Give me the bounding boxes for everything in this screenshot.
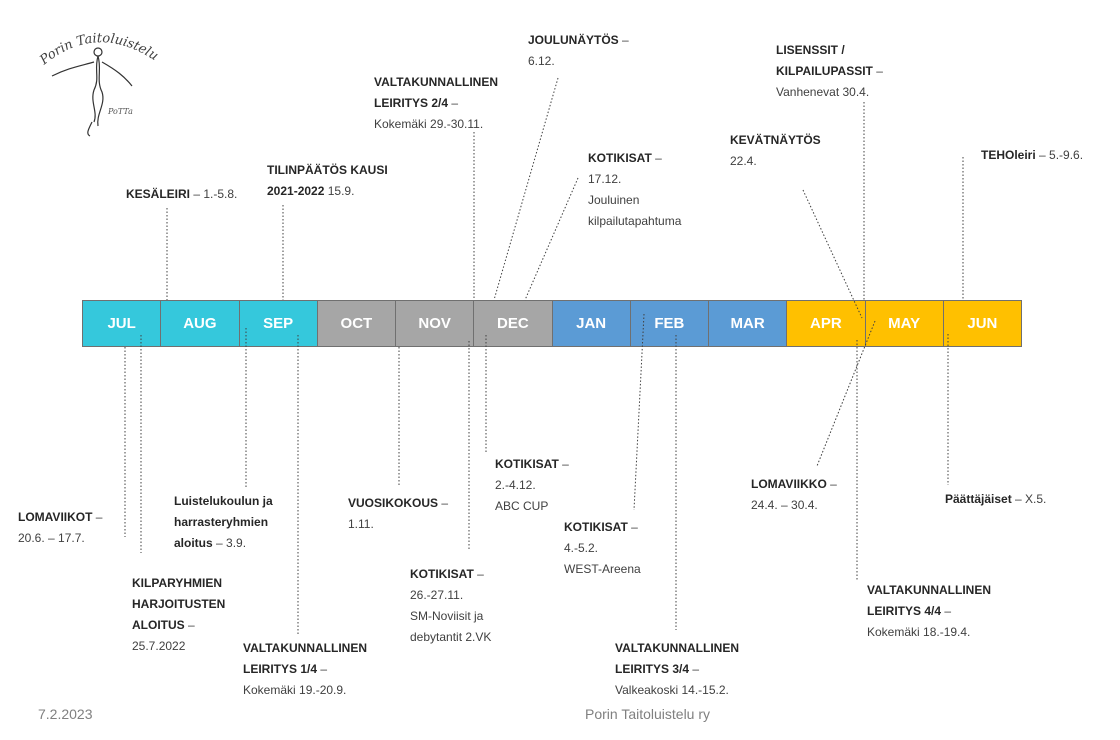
- event-lisenssit: LISENSSIT /KILPAILUPASSIT –Vanhenevat 30…: [776, 43, 883, 99]
- event-teholeiri: TEHOleiri – 5.-9.6.: [981, 148, 1084, 162]
- event-vuosikokous: VUOSIKOKOUS –1.11.: [348, 496, 449, 531]
- event-paattajaiset: Päättäjäiset – X.5.: [945, 492, 1047, 506]
- skater-figure-icon: [51, 47, 133, 137]
- footer-org: Porin Taitoluistelu ry: [585, 706, 711, 722]
- month-jun: JUN: [942, 300, 1022, 347]
- leader-lomaviikko: [816, 320, 876, 467]
- month-jan: JAN: [551, 300, 631, 347]
- leader-kevatnaytos: [802, 189, 863, 319]
- footer-date: 7.2.2023: [38, 706, 93, 722]
- logo-sub: PoTTa: [107, 107, 133, 116]
- month-dec: DEC: [473, 300, 553, 347]
- month-nov: NOV: [395, 300, 475, 347]
- event-kotikisat-february: KOTIKISAT –4.-5.2.WEST-Areena: [564, 520, 641, 576]
- month-mar: MAR: [708, 300, 788, 347]
- event-lomaviikko: LOMAVIIKKO –24.4. – 30.4.: [751, 477, 837, 512]
- month-apr: APR: [786, 300, 866, 347]
- month-sep: SEP: [238, 300, 318, 347]
- month-aug: AUG: [160, 300, 240, 347]
- month-may: MAY: [864, 300, 944, 347]
- event-kotikisat-abc-cup: KOTIKISAT –2.-4.12.ABC CUP: [495, 457, 569, 513]
- month-oct: OCT: [316, 300, 396, 347]
- event-kesaleiri: KESÄLEIRI – 1.-5.8.: [126, 187, 238, 201]
- porin-taitoluistelu-logo: Porin Taitoluistelu ry PoTTa: [36, 30, 161, 137]
- leader-joulunaytos: [493, 77, 559, 301]
- leader-kotikisat-dec: [524, 177, 579, 301]
- leader-kotikisat-feb: [633, 313, 645, 511]
- event-joulunaytos: JOULUNÄYTÖS –6.12.: [528, 33, 629, 68]
- month-jul: JUL: [82, 300, 162, 347]
- event-lomaviikot: LOMAVIIKOT –20.6. – 17.7.: [18, 510, 103, 545]
